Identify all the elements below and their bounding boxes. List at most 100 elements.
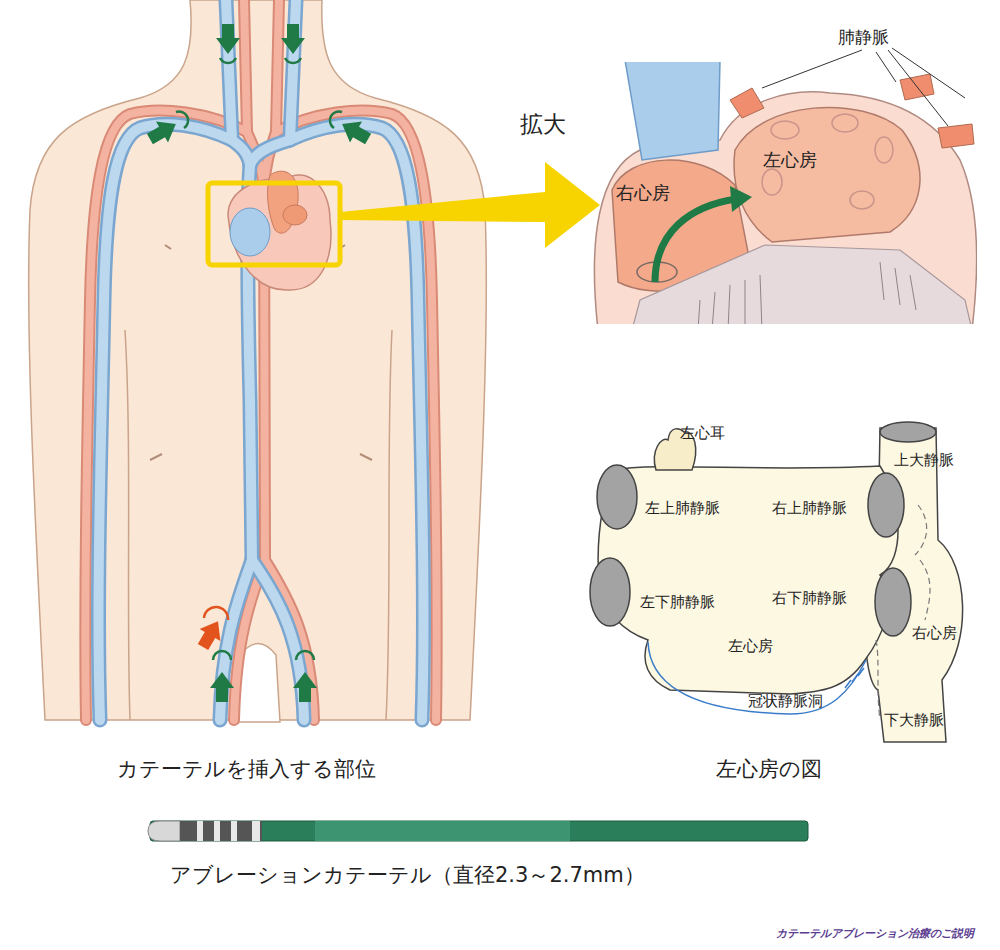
left-atrium-schematic: [875, 568, 911, 636]
insertion-arrow: [330, 111, 342, 128]
part-name: 上大静脈: [894, 452, 954, 469]
artery: [85, 111, 247, 720]
artery: [276, 0, 279, 132]
pulmonary-vein-leader: [888, 50, 948, 126]
enlarged-heart: [594, 62, 976, 324]
body-outline: [386, 330, 392, 720]
coronary-sinus: [845, 668, 864, 688]
artery: [85, 0, 436, 720]
heart: [283, 205, 307, 225]
insertion-arrow: [210, 672, 234, 702]
vein: [99, 124, 232, 720]
vein: [99, 124, 232, 720]
enlarged-heart: [698, 262, 916, 324]
left-atrium-schematic: [590, 422, 963, 742]
part-name: 左心房: [728, 638, 773, 655]
heart: [208, 171, 340, 290]
artery-insertion-arrow: [193, 615, 229, 653]
insertion-arrow: [336, 114, 374, 150]
vein: [252, 560, 304, 720]
ablation-catheter: [197, 821, 203, 841]
vein: [226, 0, 232, 140]
zoom-arrow: [340, 162, 600, 248]
body-outline: [125, 330, 130, 720]
ablation-catheter: [252, 821, 260, 841]
insertion-arrow: [144, 24, 374, 702]
enlarged-heart: [655, 199, 736, 282]
insertion-arrow: [216, 24, 240, 54]
artery-insertion-arrow: [193, 607, 229, 653]
insertion-arrow: [281, 24, 305, 54]
body-outline: [29, 0, 487, 720]
artery: [85, 0, 436, 720]
enlarged-heart: [730, 186, 752, 212]
insertion-arrow: [281, 24, 305, 54]
part-name: 肺静脈: [838, 28, 889, 47]
vein: [226, 0, 232, 140]
part-name: 右上肺静脈: [772, 500, 847, 517]
insertion-arrow: [293, 672, 317, 702]
ablation-catheter: [180, 821, 262, 841]
enlarged-heart: [850, 191, 874, 209]
artery: [85, 0, 436, 720]
enlarged-heart: [938, 124, 974, 148]
figure-caption: 左心房の図: [716, 758, 822, 781]
artery-insertion-arrow: [204, 607, 228, 620]
enlarged-heart: [771, 121, 799, 139]
part-name: 右心房: [616, 183, 670, 203]
body-outline: [29, 0, 487, 722]
vein: [290, 0, 296, 140]
part-name: 左心耳: [680, 425, 725, 442]
left-atrium-schematic: [598, 466, 898, 694]
ablation-catheter: [148, 821, 808, 841]
artery-insertion-arrow: [193, 615, 229, 653]
heart: [208, 183, 340, 265]
ablation-catheter: [231, 821, 237, 841]
pulmonary-vein-leader: [762, 48, 965, 126]
enlarged-heart: [762, 169, 782, 195]
part-name: 左上肺静脈: [645, 500, 720, 517]
part-name: 右心房: [912, 625, 957, 642]
insertion-arrow: [176, 111, 188, 128]
left-atrium-schematic: [876, 505, 930, 720]
insertion-arrow: [144, 114, 182, 150]
pulmonary-vein-leader: [762, 50, 862, 88]
insertion-arrow: [336, 114, 374, 150]
enlarged-heart: [875, 137, 893, 163]
ablation-catheter: [148, 821, 180, 841]
part-name: 左下肺静脈: [640, 594, 715, 611]
zoom-arrow: [340, 162, 600, 248]
enlarged-heart: [734, 107, 920, 242]
left-atrium-schematic: [865, 428, 963, 742]
insertion-arrow: [296, 651, 314, 660]
ablation-catheter: [150, 821, 808, 841]
heart: [230, 208, 270, 256]
insertion-arrow: [213, 651, 231, 660]
vein: [99, 0, 424, 720]
artery: [244, 0, 247, 132]
left-atrium-schematic: [868, 473, 904, 537]
vein: [99, 0, 424, 720]
insertion-arrow: [285, 58, 301, 63]
insertion-arrow: [220, 58, 236, 63]
ablation-catheter: [214, 821, 220, 841]
vein: [250, 140, 290, 165]
artery: [276, 0, 279, 132]
left-atrium-schematic: [590, 558, 630, 626]
insertion-arrow: [210, 672, 234, 702]
watermark: カテーテルアブレーション治療のご説明: [776, 928, 974, 940]
artery: [244, 0, 247, 132]
figure-caption: アブレーションカテーテル（直径2.3～2.7mm）: [170, 864, 645, 887]
enlarged-heart: [832, 114, 858, 132]
zoom-label: 拡大: [520, 112, 566, 137]
insertion-arrow: [293, 672, 317, 702]
enlarged-heart: [632, 245, 972, 324]
part-name: 右下肺静脈: [772, 590, 847, 607]
figure-caption: カテーテルを挿入する部位: [117, 758, 376, 781]
pulmonary-vein-leader: [892, 48, 965, 98]
ablation-catheter: [315, 821, 570, 841]
vein: [252, 560, 304, 720]
insertion-arrow: [216, 24, 240, 54]
